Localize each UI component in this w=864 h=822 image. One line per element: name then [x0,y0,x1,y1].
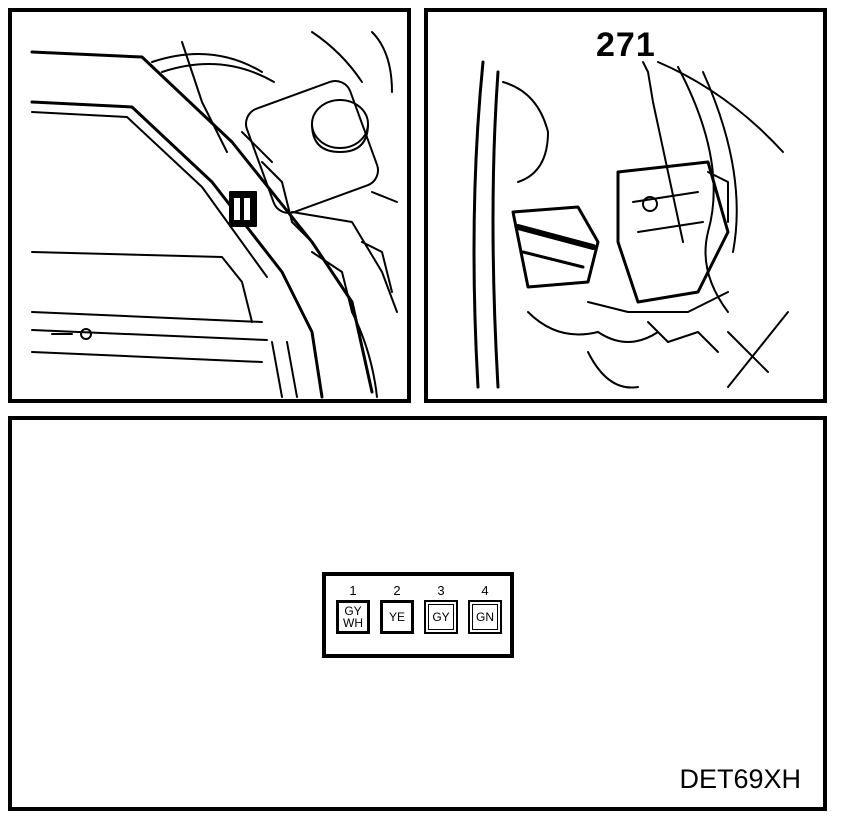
wire-color-primary: GN [476,610,494,624]
pin-wire-color: GY WH [336,600,370,634]
wire-color-primary: GY [432,610,450,624]
pin-wire-color: YE [380,600,414,634]
pin-wire-color: GY [424,600,458,634]
connector-face: 1 GY WH 2 YE 3 GY 4 GN [322,572,514,658]
connector-pinout-panel: 1 GY WH 2 YE 3 GY 4 GN DET69XH [8,416,827,811]
pin-number: 1 [349,583,357,598]
callout-number: 271 [596,26,656,64]
pin-3: 3 GY [424,584,458,634]
pin-1: 1 GY WH [336,584,370,634]
pin-wire-color: GN [468,600,502,634]
connector-location-closeup-panel: 271 [424,8,827,403]
engine-bay-line-drawing [30,31,398,399]
wire-color-primary: YE [388,610,405,624]
pin-number: 3 [437,583,445,598]
connector-closeup-line-drawing [472,60,789,389]
wire-color-primary: GY [344,604,362,618]
wire-color-stripe: WH [343,616,363,630]
pin-2: 2 YE [380,584,414,634]
diagram-code: DET69XH [679,764,801,794]
pin-number: 4 [481,583,489,598]
pin-number: 2 [393,583,401,598]
pin-4: 4 GN [468,584,502,634]
engine-bay-overview-panel [8,8,411,403]
